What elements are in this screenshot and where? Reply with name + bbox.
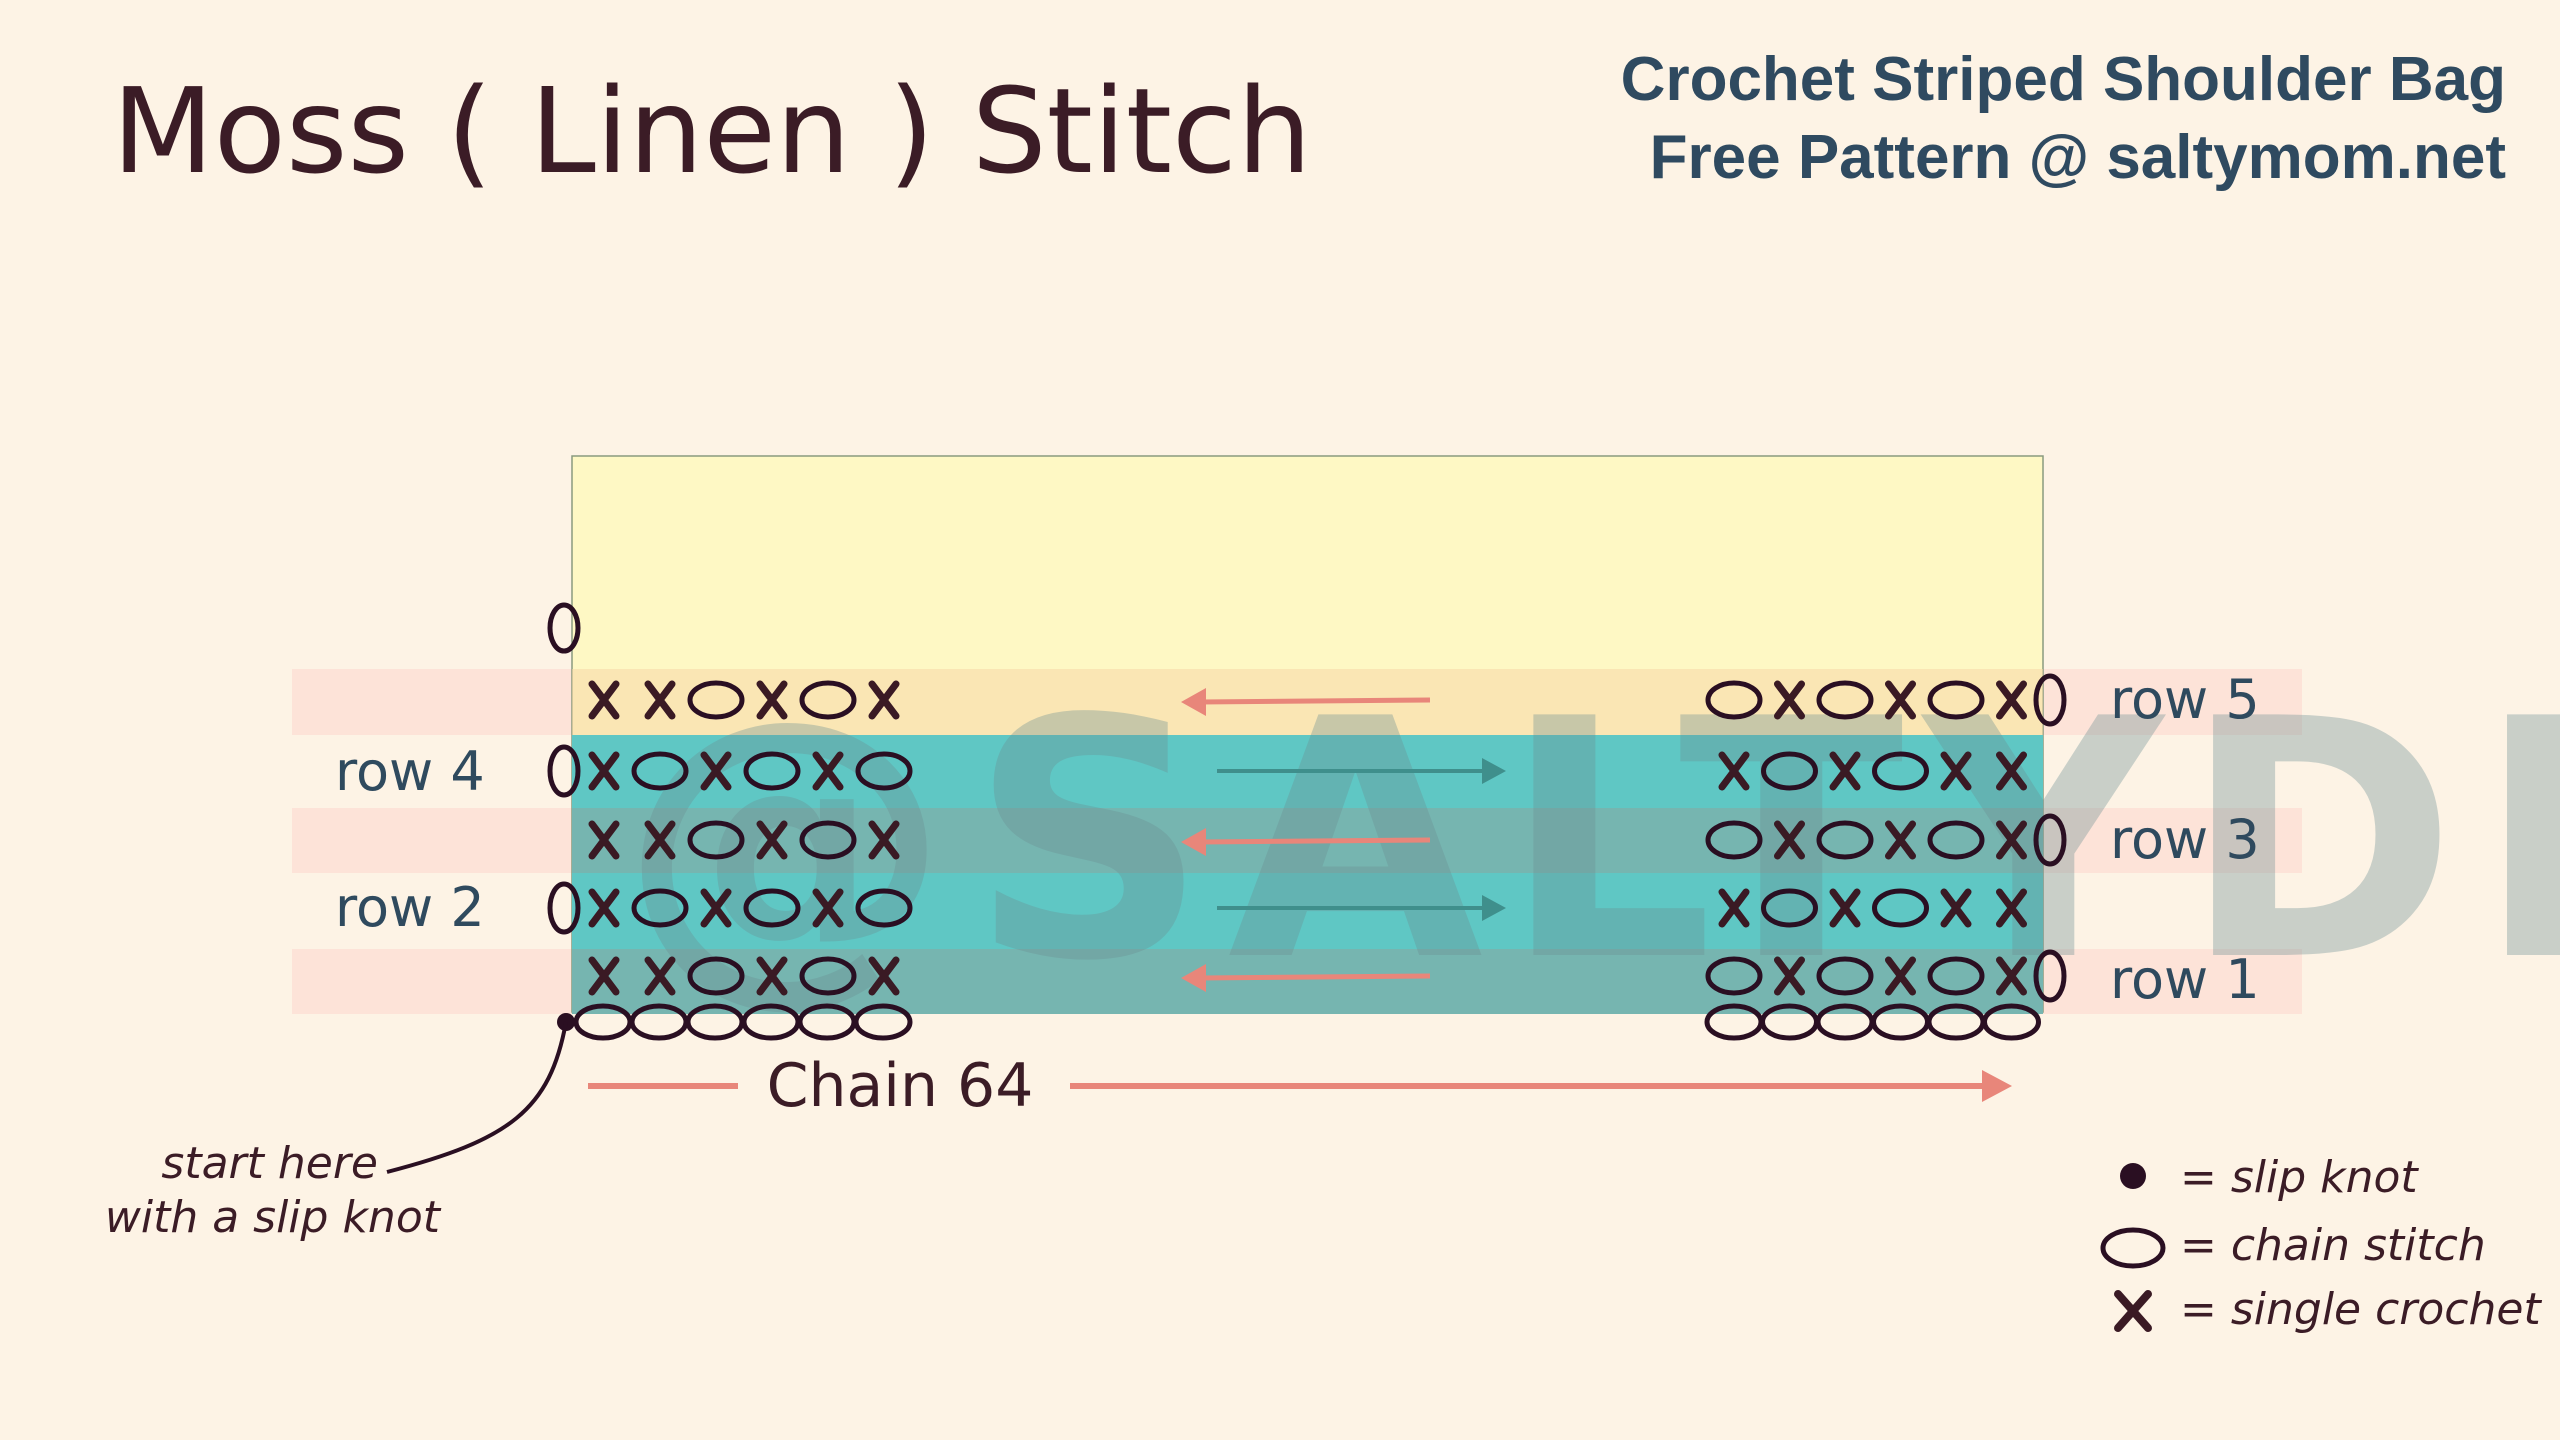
chain-stitch-icon — [1927, 680, 1985, 720]
legend-slip-knot-label: = slip knot — [2180, 1152, 2419, 1203]
single-crochet-icon — [868, 956, 900, 996]
chain-arrow-head-icon — [1982, 1070, 2012, 1102]
single-crochet-icon — [588, 751, 620, 791]
chain-stitch-icon — [1816, 680, 1874, 720]
single-crochet-icon — [1718, 888, 1750, 928]
single-crochet-icon — [1885, 956, 1916, 996]
chain-stitch-icon — [687, 956, 745, 996]
chain-stitch-icon — [631, 888, 689, 928]
arrow-right-icon — [1482, 895, 1506, 921]
single-crochet-icon — [588, 956, 620, 996]
legend-slip-knot-icon — [2120, 1163, 2146, 1189]
row-label-4: row 4 — [335, 740, 485, 803]
chain-stitch-icon — [1761, 888, 1818, 928]
page-title: Moss ( Linen ) Stitch — [112, 62, 1312, 200]
arrow-left-icon — [1181, 688, 1206, 716]
chain-stitch-icon — [1927, 956, 1985, 996]
row-label-2: row 2 — [335, 876, 485, 939]
single-crochet-icon — [588, 888, 620, 928]
single-crochet-icon — [812, 888, 844, 928]
foundation-chain-icon — [853, 1003, 913, 1041]
turning-chain-icon — [2033, 673, 2067, 727]
direction-arrows — [1181, 688, 1506, 992]
single-crochet-icon — [1996, 680, 2027, 720]
turning-chain-icon — [2033, 813, 2067, 867]
chain-stitch-icon — [1816, 820, 1874, 860]
single-crochet-icon — [868, 820, 900, 860]
chain-stitch-icon — [1761, 751, 1818, 791]
row-label-5: row 5 — [2110, 668, 2260, 731]
chain-stitch-icon — [743, 751, 801, 791]
arrow-left-icon — [1181, 828, 1206, 856]
single-crochet-icon — [588, 680, 620, 720]
row-label-3: row 3 — [2110, 808, 2260, 871]
watermark: @SALTYDIY — [620, 649, 2560, 1033]
turning-chain-icon — [547, 744, 581, 798]
chain-stitch-icon — [1872, 888, 1929, 928]
start-note-line1: start here — [161, 1138, 378, 1189]
chain-stitch-icon — [743, 888, 801, 928]
chain-stitch-icon — [799, 956, 857, 996]
single-crochet-icon — [812, 751, 844, 791]
chain-stitch-icon — [631, 751, 689, 791]
single-crochet-icon — [868, 680, 900, 720]
single-crochet-icon — [1774, 820, 1805, 860]
chain-stitch-icon — [799, 820, 857, 860]
chain-stitch-icon — [1927, 820, 1985, 860]
start-pointer-line — [386, 1021, 568, 1174]
row-direction-arrow — [1199, 973, 1431, 981]
single-crochet-icon — [1885, 680, 1916, 720]
subtitle-line1: Crochet Striped Shoulder Bag — [1621, 45, 2506, 114]
chain-stitch-icon — [1705, 820, 1763, 860]
single-crochet-icon — [644, 956, 676, 996]
chain-stitch-icon — [1705, 680, 1763, 720]
single-crochet-icon — [1996, 956, 2027, 996]
arrow-right-icon — [1482, 758, 1506, 784]
single-crochet-icon — [1829, 888, 1861, 928]
foundation-chain-icon — [1982, 1003, 2041, 1041]
legend-single-crochet-label: = single crochet — [2180, 1284, 2542, 1335]
single-crochet-icon — [644, 820, 676, 860]
single-crochet-icon — [1885, 820, 1916, 860]
single-crochet-icon — [1996, 751, 2027, 791]
single-crochet-icon — [700, 751, 732, 791]
single-crochet-icon — [644, 680, 676, 720]
chain-stitch-icon — [687, 820, 745, 860]
turning-chain-icon — [2033, 949, 2067, 1003]
legend-chain-stitch-icon — [2100, 1227, 2166, 1269]
single-crochet-icon — [588, 820, 620, 860]
chain-stitch-icon — [855, 751, 913, 791]
single-crochet-icon — [1940, 751, 1972, 791]
single-crochet-icon — [1774, 956, 1805, 996]
start-note-line2: with a slip knot — [105, 1192, 442, 1243]
single-crochet-icon — [1996, 820, 2027, 860]
chain-stitch-icon — [1816, 956, 1874, 996]
single-crochet-icon — [1774, 680, 1805, 720]
legend: = slip knot = chain stitch = single croc… — [2100, 1152, 2542, 1335]
stitch-grid — [547, 673, 2067, 1041]
turning-chain-icon — [547, 881, 581, 935]
arrow-left-icon — [1181, 964, 1206, 992]
chain-stitch-icon — [1872, 751, 1929, 791]
single-crochet-icon — [700, 888, 732, 928]
subtitle-line2: Free Pattern @ saltymom.net — [1650, 123, 2506, 192]
legend-chain-stitch-label: = chain stitch — [2180, 1220, 2486, 1271]
row-direction-arrow — [1199, 837, 1431, 845]
chain-stitch-icon — [799, 680, 857, 720]
row-label-1: row 1 — [2110, 948, 2260, 1011]
legend-single-crochet-icon — [2114, 1290, 2152, 1332]
row-direction-arrow — [1199, 697, 1431, 705]
single-crochet-icon — [756, 820, 788, 860]
single-crochet-icon — [1829, 751, 1861, 791]
chain-stitch-icon — [1705, 956, 1763, 996]
chain-label: Chain 64 — [767, 1051, 1034, 1121]
turning-chain-icon — [547, 602, 581, 654]
single-crochet-icon — [756, 956, 788, 996]
chain-stitch-icon — [687, 680, 745, 720]
chain-stitch-icon — [855, 888, 913, 928]
single-crochet-icon — [1996, 888, 2027, 928]
single-crochet-icon — [1718, 751, 1750, 791]
single-crochet-icon — [1940, 888, 1972, 928]
single-crochet-icon — [756, 680, 788, 720]
